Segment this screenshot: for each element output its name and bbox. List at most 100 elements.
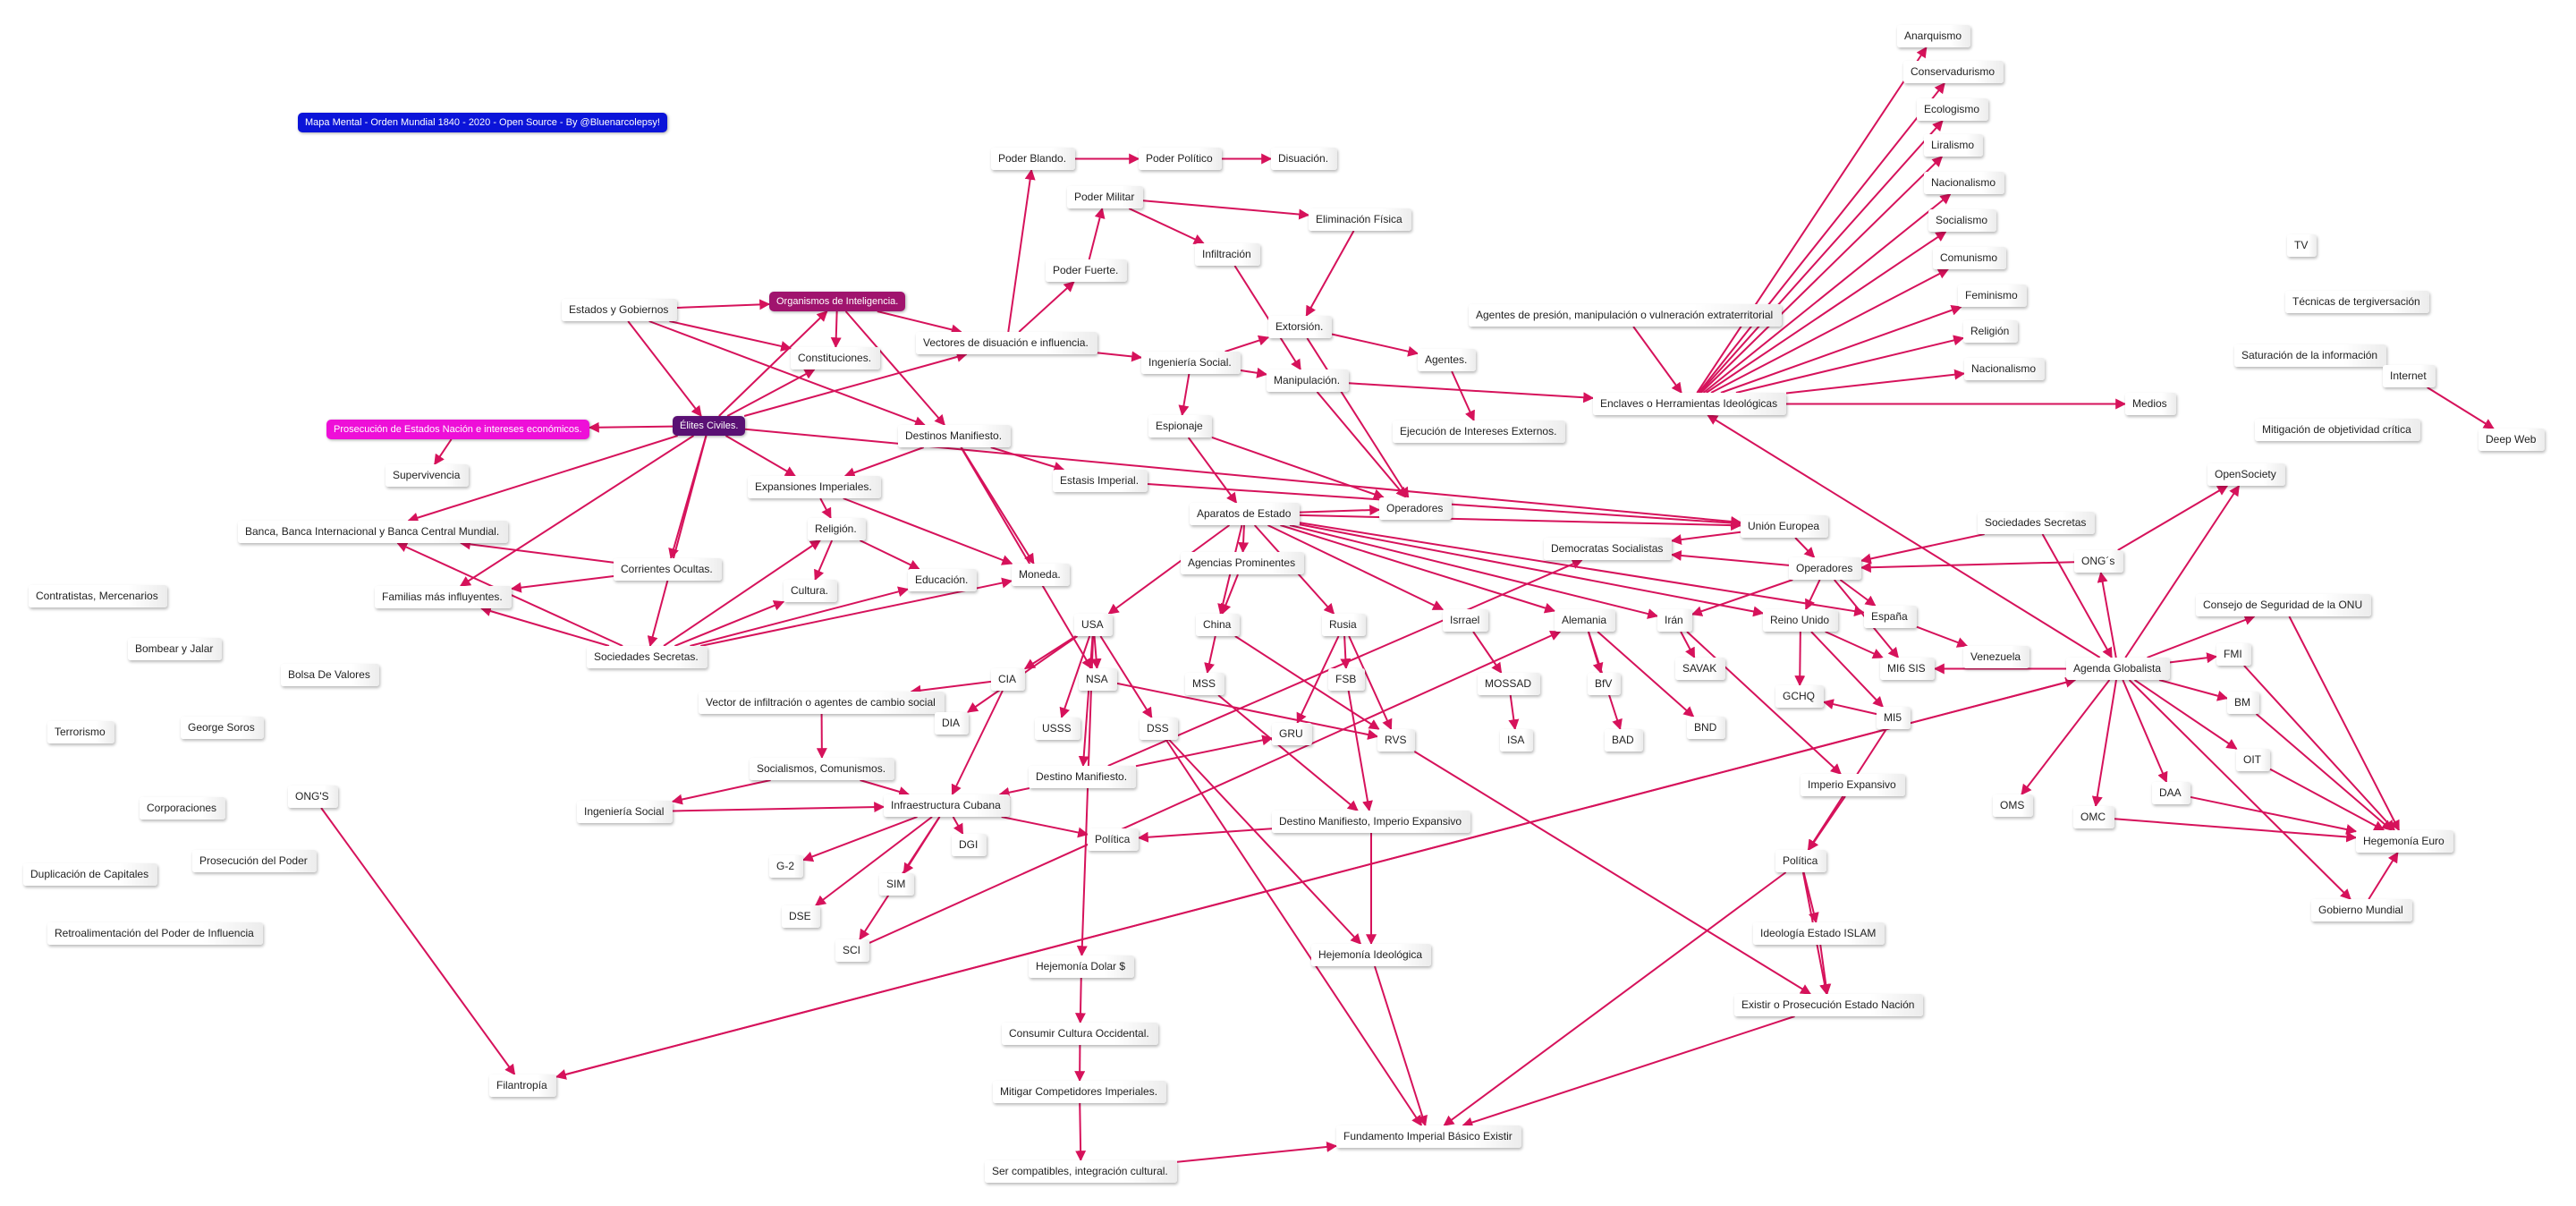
node-gobierno-mundial[interactable]: Gobierno Mundial [2311, 899, 2412, 921]
node-ingenieria-social2[interactable]: Ingeniería Social [577, 801, 674, 823]
node-ecologismo[interactable]: Ecologismo [1917, 98, 1989, 121]
node-socialismo[interactable]: Socialismo [1928, 209, 1997, 232]
node-infiltracion[interactable]: Infiltración [1195, 243, 1260, 266]
node-bm[interactable]: BM [2227, 692, 2259, 714]
node-dse[interactable]: DSE [782, 905, 820, 928]
node-ingenieria-social[interactable]: Ingeniería Social. [1141, 352, 1241, 374]
node-mi5sis[interactable]: MI6 SIS [1880, 658, 1935, 680]
node-socialismos[interactable]: Socialismos, Comunismos. [750, 758, 895, 780]
node-elites[interactable]: Élites Civiles. [673, 416, 746, 436]
node-agentes[interactable]: Agentes. [1418, 349, 1477, 371]
node-hegemonia-dolar[interactable]: Hejemonía Dolar $ [1029, 955, 1135, 978]
node-comunismo[interactable]: Comunismo [1933, 247, 2007, 269]
node-eliminacion[interactable]: Eliminación Física [1309, 208, 1411, 231]
node-operadores2[interactable]: Operadores [1789, 557, 1862, 580]
node-consumir[interactable]: Consumir Cultura Occidental. [1002, 1023, 1158, 1045]
node-estados-gob[interactable]: Estados y Gobiernos [562, 299, 678, 321]
node-medios[interactable]: Medios [2125, 393, 2176, 415]
node-prosecucion[interactable]: Prosecución de Estados Nación e interese… [326, 420, 589, 439]
node-destino-manif[interactable]: Destino Manifiesto. [1029, 766, 1137, 788]
node-china[interactable]: China [1196, 614, 1241, 636]
node-anarquismo[interactable]: Anarquismo [1897, 25, 1971, 47]
node-bfv[interactable]: BfV [1588, 673, 1622, 695]
node-ongs1[interactable]: ONG'S [288, 786, 338, 808]
node-agentes-presion[interactable]: Agentes de presión, manipulación o vulne… [1469, 304, 1783, 327]
node-omc[interactable]: OMC [2073, 806, 2114, 828]
node-soros[interactable]: George Soros [181, 717, 264, 739]
node-g2[interactable]: G-2 [769, 855, 804, 878]
node-extorsion[interactable]: Extorsión. [1268, 316, 1333, 338]
node-oms[interactable]: OMS [1993, 794, 2034, 817]
node-poder-politico[interactable]: Poder Político [1139, 148, 1222, 170]
node-fsb[interactable]: FSB [1328, 668, 1366, 691]
node-corrientes[interactable]: Corrientes Ocultas. [614, 558, 722, 581]
node-estasis[interactable]: Estasis Imperial. [1053, 470, 1148, 492]
node-bad[interactable]: BAD [1605, 729, 1643, 752]
node-democratas[interactable]: Democratas Socialistas [1544, 538, 1673, 560]
node-disuasion[interactable]: Disuación. [1271, 148, 1338, 170]
node-constituciones[interactable]: Constituciones. [791, 347, 881, 369]
node-isrrael[interactable]: Isrrael [1443, 609, 1489, 632]
node-vectores[interactable]: Vectores de disuación e influencia. [916, 332, 1097, 354]
node-gru[interactable]: GRU [1272, 723, 1312, 745]
node-destino-imperio[interactable]: Destino Manifiesto, Imperio Expansivo [1272, 811, 1471, 833]
node-organismos[interactable]: Organismos de Inteligencia. [769, 292, 906, 311]
node-dss[interactable]: DSS [1140, 718, 1178, 740]
node-nacionalismo2[interactable]: Nacionalismo [1964, 358, 2046, 380]
node-opensociety[interactable]: OpenSociety [2207, 463, 2285, 486]
node-alemania[interactable]: Alemania [1555, 609, 1616, 632]
node-rusia[interactable]: Rusia [1322, 614, 1366, 636]
node-compatibles[interactable]: Ser compatibles, integración cultural. [985, 1160, 1177, 1183]
node-conservadurismo[interactable]: Conservadurismo [1903, 61, 2004, 83]
node-isa[interactable]: ISA [1500, 729, 1534, 752]
node-prosecucion-poder[interactable]: Prosecución del Poder [192, 850, 317, 872]
node-corporaciones[interactable]: Corporaciones [140, 797, 226, 820]
node-sociedades2[interactable]: Sociedades Secretas [1978, 512, 2096, 534]
node-poder-blando[interactable]: Poder Blando. [991, 148, 1076, 170]
node-tv[interactable]: TV [2287, 234, 2318, 257]
node-aparatos[interactable]: Aparatos de Estado [1190, 503, 1301, 525]
node-agenda[interactable]: Agenda Globalista [2066, 658, 2171, 680]
node-infra-cubana[interactable]: Infraestructura Cubana [884, 794, 1010, 817]
node-rvs[interactable]: RVS [1377, 729, 1416, 752]
node-moneda[interactable]: Moneda. [1012, 564, 1070, 586]
node-banca[interactable]: Banca, Banca Internacional y Banca Centr… [238, 521, 509, 543]
node-nsa[interactable]: NSA [1079, 668, 1117, 691]
node-mss[interactable]: MSS [1185, 673, 1225, 695]
node-bnd[interactable]: BND [1687, 717, 1726, 739]
node-poder-militar[interactable]: Poder Militar [1067, 186, 1144, 208]
node-politica2[interactable]: Política [1775, 850, 1827, 872]
node-liralismo[interactable]: Liralismo [1924, 134, 1984, 157]
node-nacionalismo1[interactable]: Nacionalismo [1924, 172, 2005, 194]
node-operadores1[interactable]: Operadores [1379, 497, 1453, 520]
node-ejecucion[interactable]: Ejecución de Intereses Externos. [1393, 420, 1566, 443]
node-internet[interactable]: Internet [2383, 365, 2436, 387]
node-title[interactable]: Mapa Mental - Orden Mundial 1840 - 2020 … [298, 113, 667, 132]
node-mi5[interactable]: MI5 [1877, 707, 1911, 729]
node-sci[interactable]: SCI [835, 939, 870, 962]
node-daa[interactable]: DAA [2152, 782, 2190, 804]
node-cia[interactable]: CIA [991, 668, 1026, 691]
node-ideologia-islam[interactable]: Ideología Estado ISLAM [1753, 922, 1885, 945]
node-religion2[interactable]: Religión [1963, 320, 2019, 343]
node-fmi[interactable]: FMI [2216, 643, 2251, 666]
node-enclaves[interactable]: Enclaves o Herramientas Ideológicas [1593, 393, 1787, 415]
node-mitigacion[interactable]: Mitigación de objetividad crítica [2255, 419, 2420, 441]
node-existir[interactable]: Existir o Prosecución Estado Nación [1734, 994, 1924, 1016]
node-dia[interactable]: DIA [935, 712, 970, 735]
node-destinos[interactable]: Destinos Manifiesto. [898, 425, 1012, 447]
node-filantropia[interactable]: Filantropía [489, 1074, 556, 1097]
node-duplicacion[interactable]: Duplicación de Capitales [23, 863, 158, 886]
node-contratistas[interactable]: Contratistas, Mercenarios [29, 585, 167, 607]
node-oit[interactable]: OIT [2236, 749, 2270, 771]
node-manipulacion[interactable]: Manipulación. [1267, 369, 1350, 392]
node-hegemonia-ideo[interactable]: Hejemonía Ideológica [1311, 944, 1432, 966]
node-vector-infil[interactable]: Vector de infiltración o agentes de camb… [699, 692, 945, 714]
node-ongs2[interactable]: ONG´s [2074, 550, 2124, 573]
node-union-europea[interactable]: Unión Europea [1741, 515, 1829, 538]
node-sociedades1[interactable]: Sociedades Secretas. [587, 646, 708, 668]
node-imperio-exp[interactable]: Imperio Expansivo [1801, 774, 1905, 796]
node-religion1[interactable]: Religión. [808, 518, 866, 540]
node-dgi[interactable]: DGI [952, 834, 987, 856]
node-mitigar[interactable]: Mitigar Competidores Imperiales. [993, 1081, 1167, 1103]
